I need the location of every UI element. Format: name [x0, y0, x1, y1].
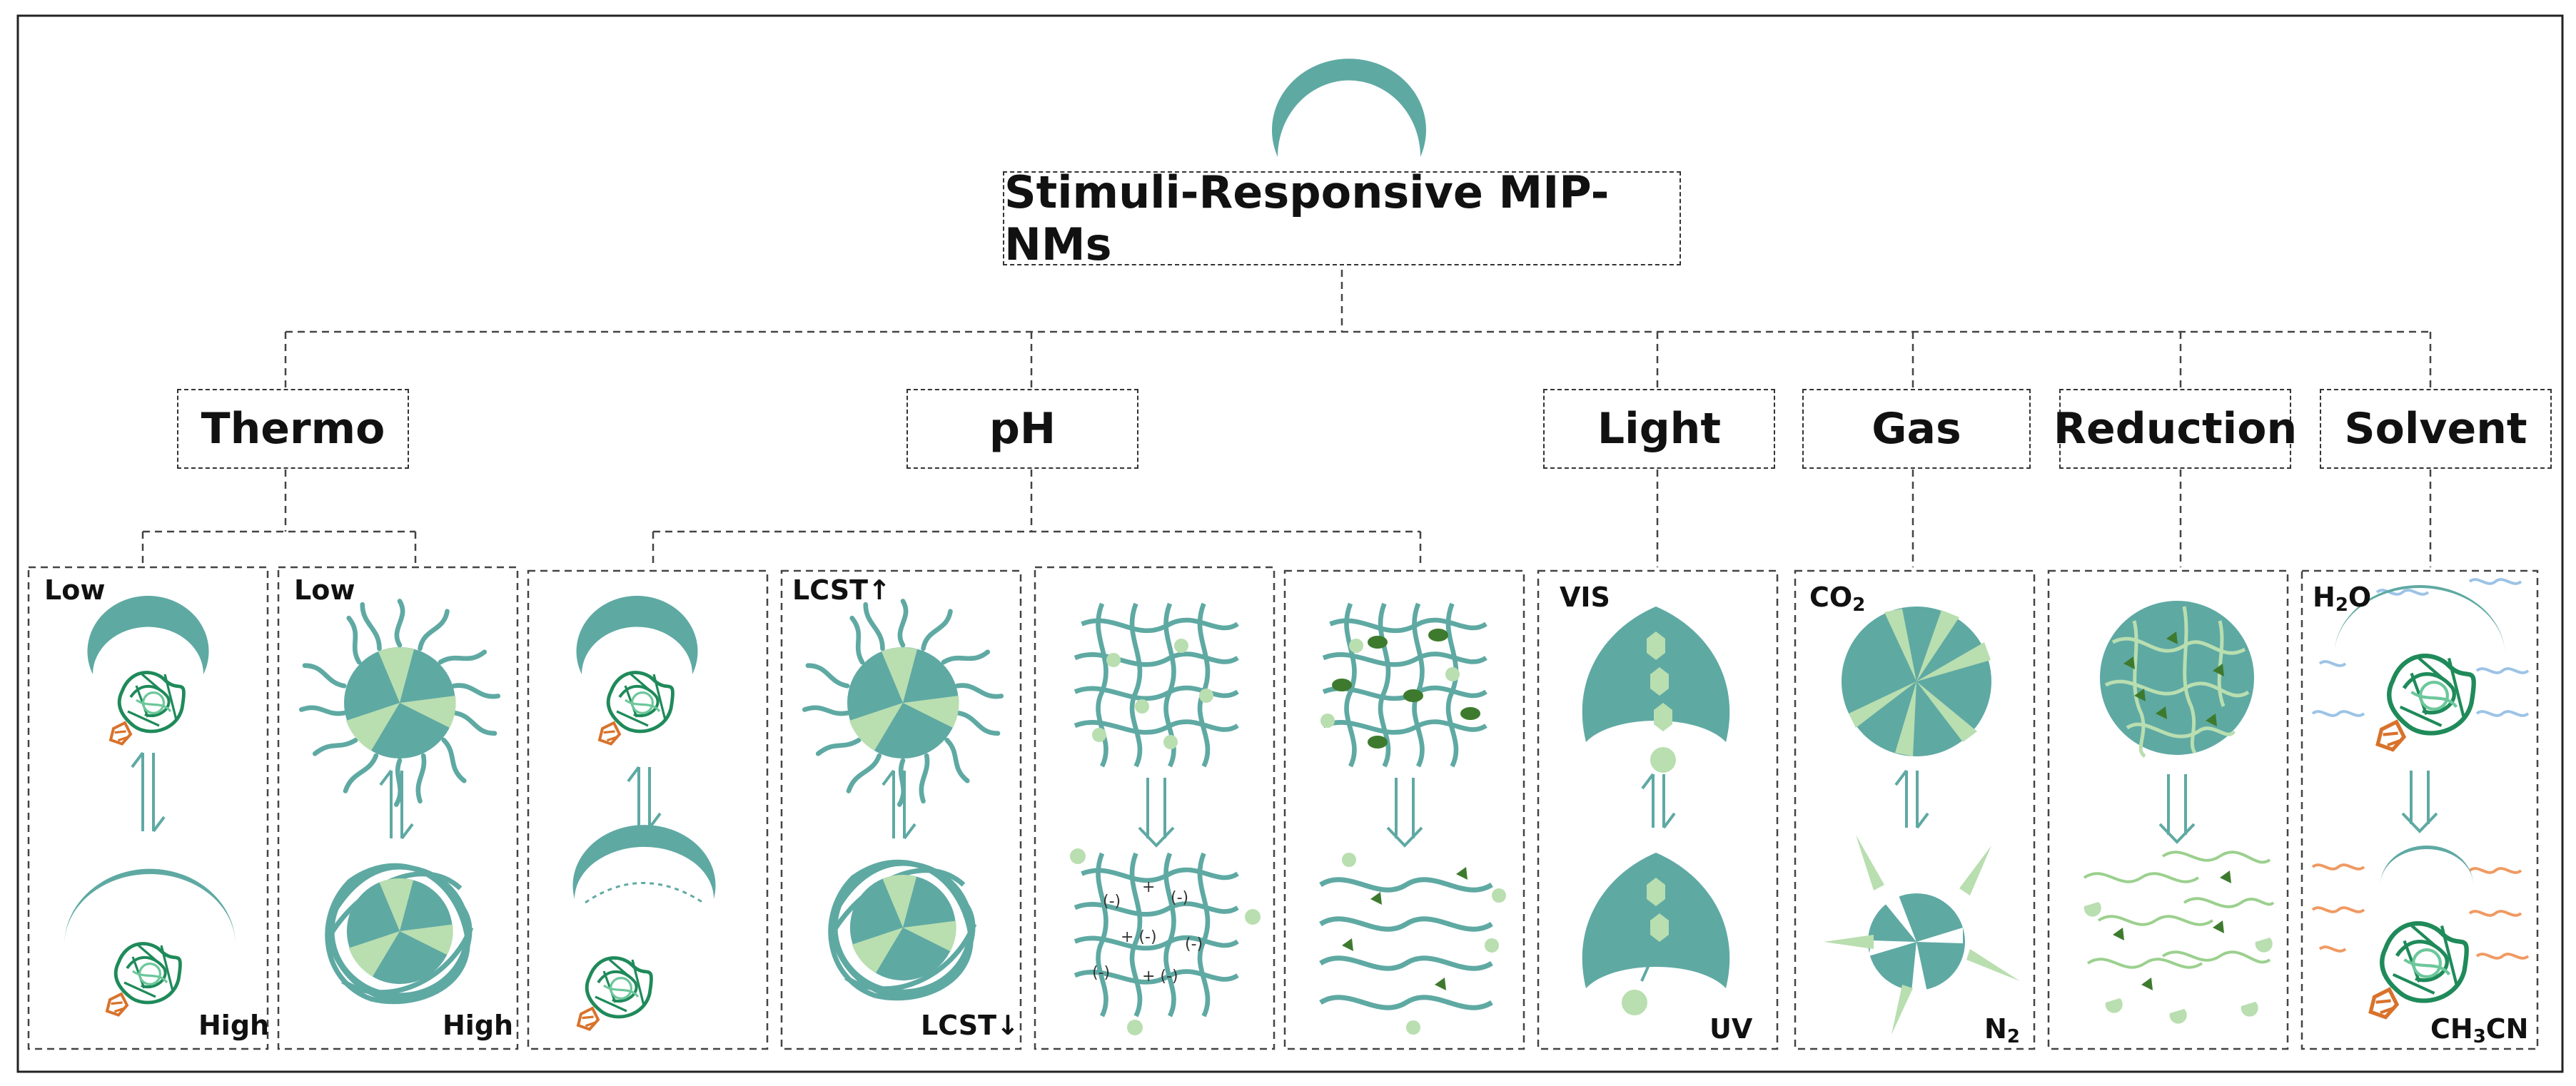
- gas-top-main: CO: [1809, 582, 1853, 613]
- panel-light: [1537, 569, 1779, 1050]
- category-thermo: Thermo: [177, 389, 409, 469]
- connector-tree: [141, 270, 2432, 567]
- category-solvent-label: Solvent: [2344, 404, 2527, 454]
- solvent-top-label: H2O: [2313, 582, 2371, 616]
- light-top-label: VIS: [1560, 582, 1610, 613]
- solvent-art: [2311, 578, 2530, 1017]
- svg-text:+: +: [1142, 878, 1155, 896]
- category-ph: pH: [906, 389, 1138, 469]
- solvent-top-sub: 2: [2335, 594, 2348, 616]
- category-ph-label: pH: [989, 404, 1056, 454]
- category-reduction-label: Reduction: [2053, 404, 2298, 454]
- panel-reduction: [2047, 569, 2289, 1050]
- thermo-1-art: [64, 595, 236, 1015]
- category-gas: Gas: [1802, 389, 2031, 469]
- svg-text:(-): (-): [1103, 893, 1121, 910]
- page-title: Stimuli-Responsive MIP-NMs: [1004, 166, 1610, 270]
- panel-ph-4: [1283, 569, 1525, 1050]
- ph-1-art: [572, 595, 716, 1030]
- ph-2-bottom-label: LCST↓: [921, 1010, 1019, 1041]
- solvent-top-main: H: [2313, 582, 2335, 613]
- panel-thermo-1: [27, 566, 269, 1050]
- reduction-art: [2083, 601, 2275, 1024]
- gas-bottom-main: N: [1984, 1013, 2007, 1045]
- thermo-1-top-label: Low: [44, 574, 106, 606]
- gas-art: [1824, 607, 2020, 1035]
- category-gas-label: Gas: [1872, 404, 1961, 454]
- outer-frame: [16, 14, 2564, 1073]
- category-light-label: Light: [1597, 404, 1722, 454]
- thermo-2-bottom-label: High: [443, 1010, 514, 1041]
- category-reduction: Reduction: [2054, 389, 2297, 469]
- thermo-1-bottom-label: High: [198, 1010, 270, 1041]
- category-thermo-label: Thermo: [201, 404, 385, 454]
- gas-bottom-label: N2: [1984, 1013, 2020, 1047]
- solvent-bottom-label: CH3CN: [2430, 1013, 2529, 1047]
- thermo-2-top-label: Low: [294, 574, 355, 606]
- svg-text:+ (-): + (-): [1121, 928, 1157, 946]
- solvent-bottom-rest: CN: [2485, 1013, 2529, 1045]
- ph-2-top-label: LCST↑: [792, 574, 891, 606]
- ph-4-art: [1319, 604, 1506, 1035]
- light-bottom-label: UV: [1709, 1013, 1753, 1045]
- svg-text:(-): (-): [1185, 935, 1203, 953]
- svg-text:(-): (-): [1092, 964, 1110, 982]
- ph-3-art: (-) + (-) + (-) (-) (-) + (-): [1070, 604, 1261, 1035]
- panel-thermo-2: [277, 566, 519, 1050]
- light-art: [1582, 607, 1730, 1015]
- svg-text:+ (-): + (-): [1142, 968, 1178, 985]
- gas-top-label: CO2: [1809, 582, 1865, 616]
- thermo-2-art: [301, 602, 498, 1002]
- panel-solvent: [2300, 569, 2539, 1050]
- panel-ph-1: [527, 569, 769, 1050]
- svg-text:(-): (-): [1171, 889, 1188, 907]
- ph-2-art: [804, 602, 1001, 998]
- panel-gas: [1794, 569, 2036, 1050]
- category-light: Light: [1543, 389, 1775, 469]
- title-box: Stimuli-Responsive MIP-NMs: [1003, 166, 1681, 270]
- solvent-bottom-main: CH: [2430, 1013, 2473, 1045]
- panel-ph-2: [780, 569, 1022, 1050]
- panel-ph-3: [1034, 566, 1276, 1050]
- gas-bottom-sub: 2: [2006, 1026, 2020, 1047]
- solvent-bottom-sub: 3: [2473, 1026, 2486, 1047]
- panel-frames: [27, 566, 2539, 1050]
- gas-top-sub: 2: [1852, 594, 1866, 616]
- top-crescent-icon: [1272, 59, 1426, 157]
- solvent-top-rest: O: [2348, 582, 2372, 613]
- category-solvent: Solvent: [2320, 389, 2552, 469]
